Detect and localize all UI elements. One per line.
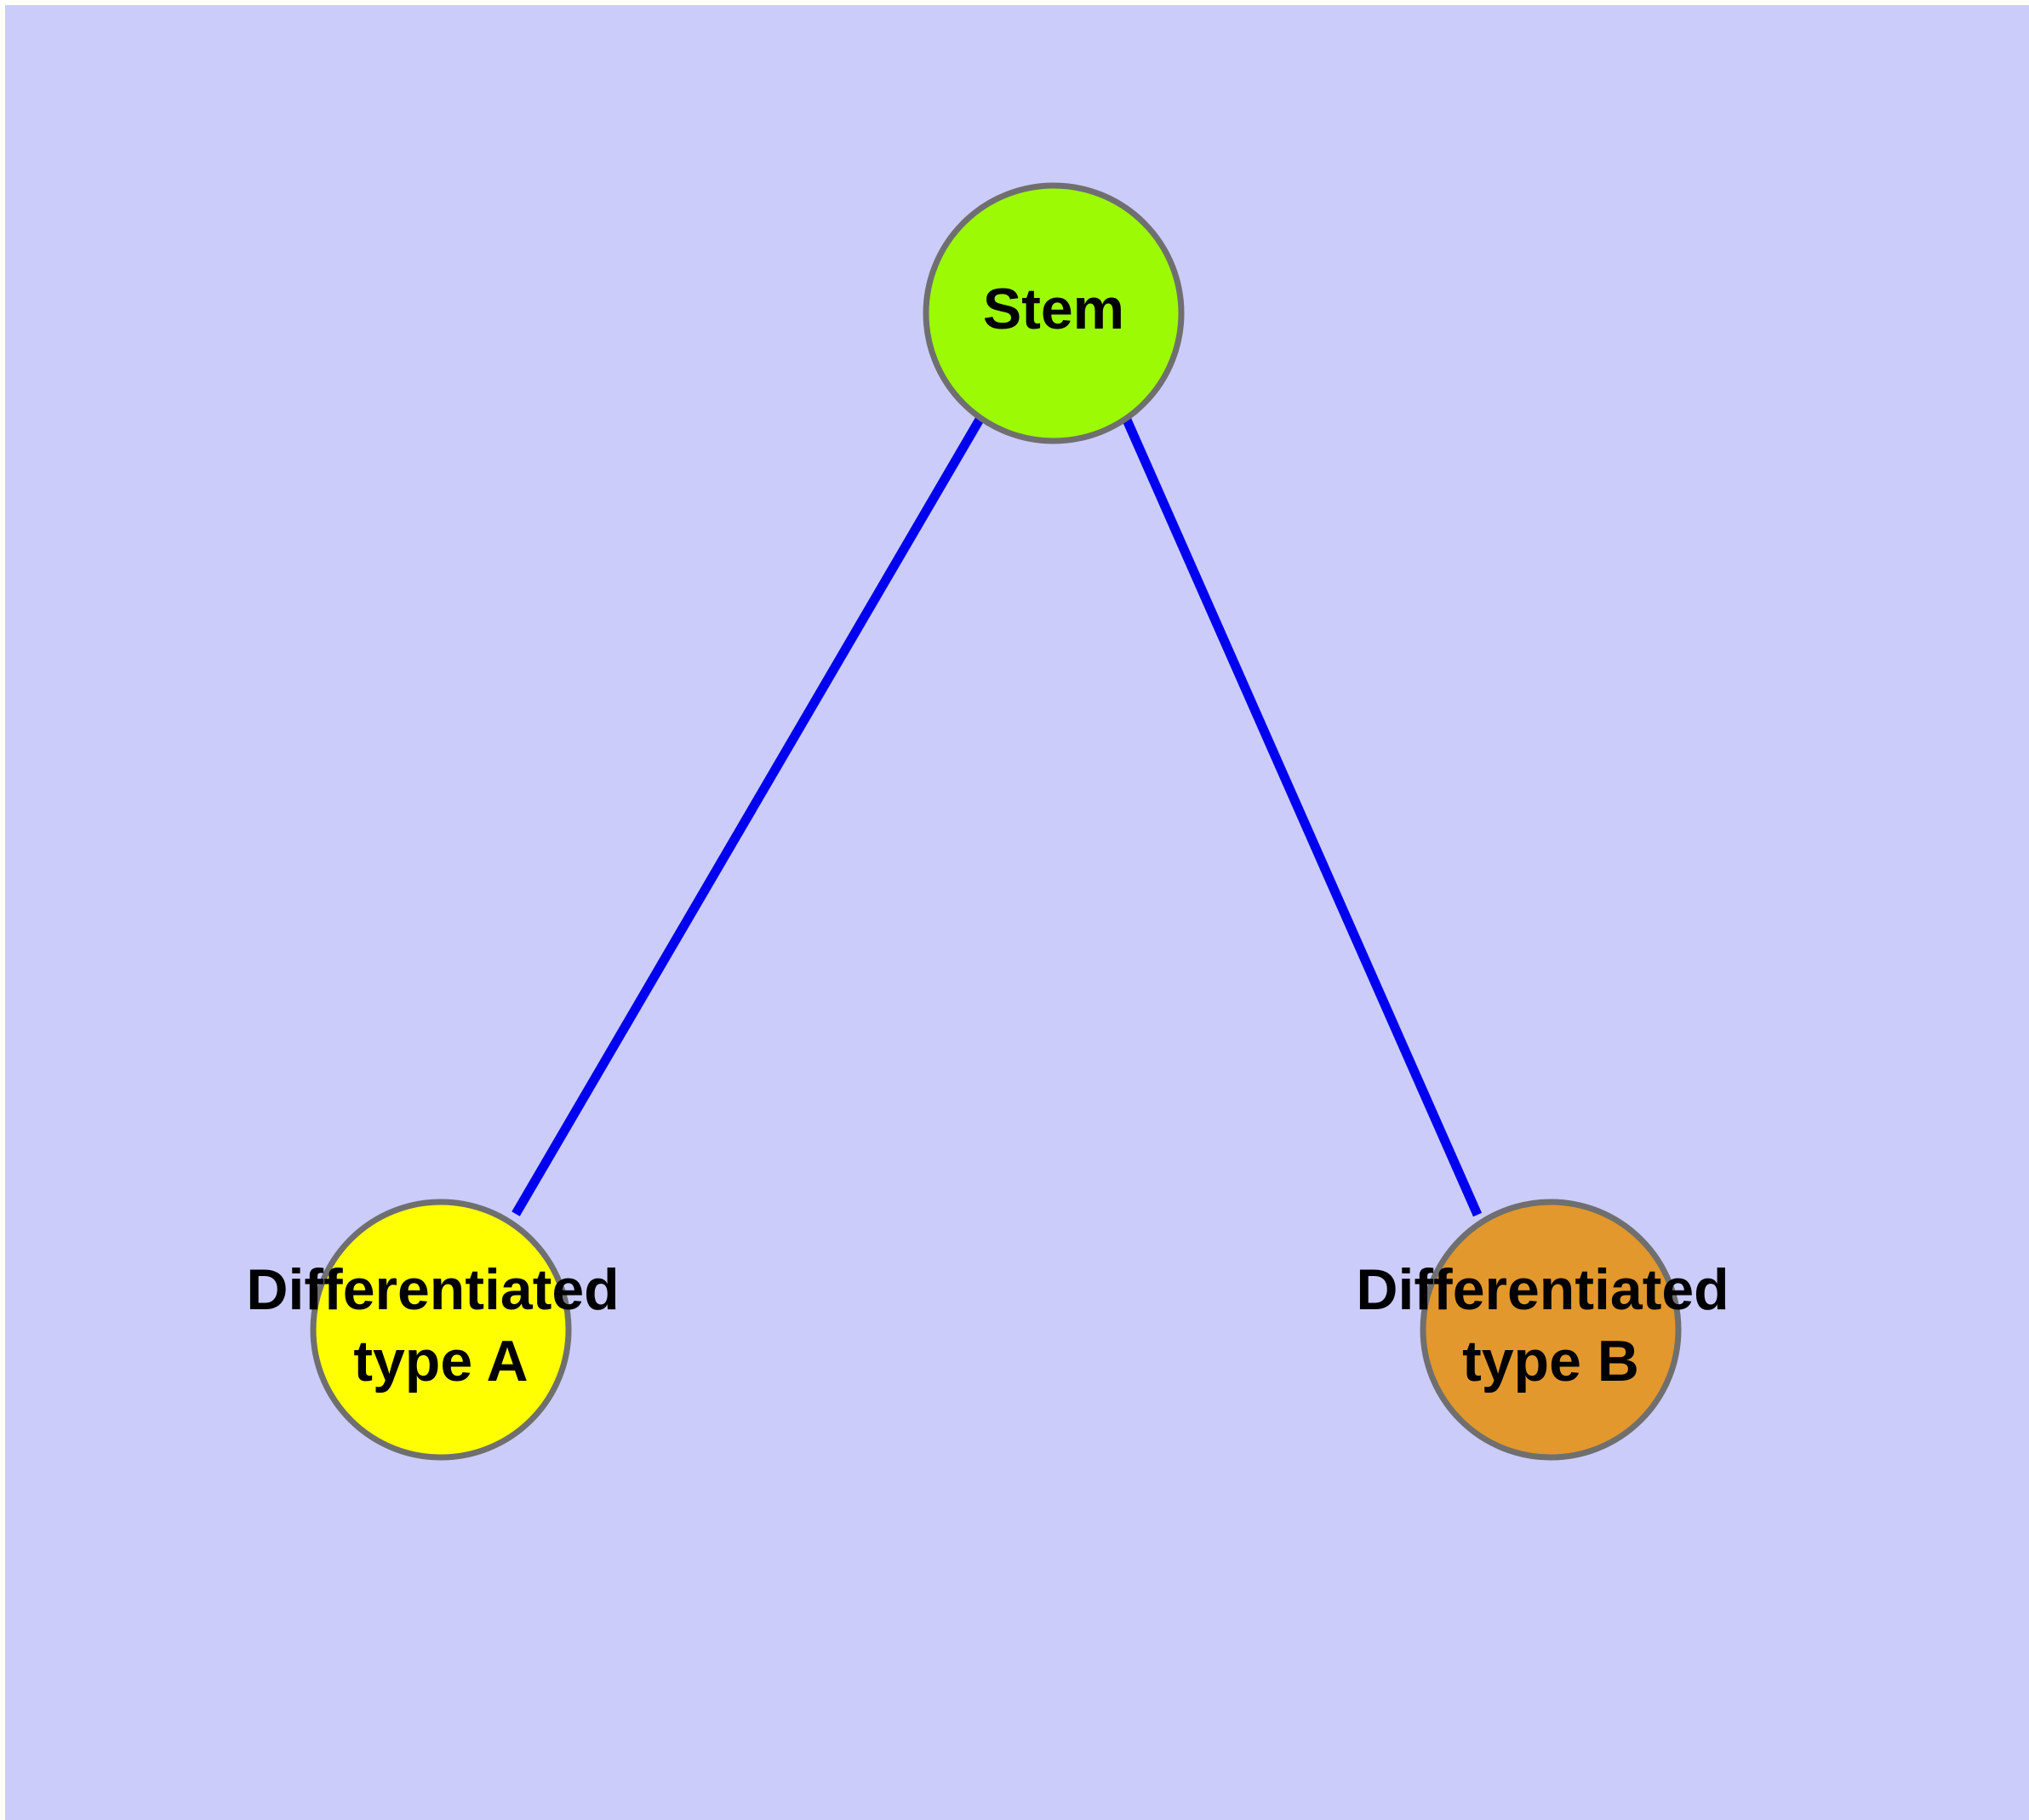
node-differentiated-type-b[interactable]: Differentiated type B <box>1356 1199 1745 1461</box>
node-stem-circle[interactable] <box>923 182 1185 444</box>
node-differentiated-type-a-label-line-1: Differentiated <box>246 1257 619 1322</box>
edge-stem-to-diff-a <box>512 415 985 1216</box>
node-differentiated-type-b-label-line-2: type B <box>1462 1329 1639 1394</box>
node-stem-label-line-1: Stem <box>983 277 1124 341</box>
node-differentiated-type-b-label: Differentiated type B <box>1356 1257 1745 1394</box>
node-stem[interactable]: Stem <box>923 182 1185 444</box>
edge-stem-to-diff-b <box>1121 415 1483 1217</box>
edge-layer <box>512 415 1483 1217</box>
node-differentiated-type-a-label-line-2: type A <box>353 1329 528 1394</box>
node-differentiated-type-b-circle[interactable] <box>1420 1199 1682 1461</box>
node-differentiated-type-a[interactable]: Differentiated type A <box>246 1199 635 1461</box>
node-differentiated-type-a-label: Differentiated type A <box>246 1257 635 1394</box>
node-differentiated-type-a-circle[interactable] <box>310 1199 572 1461</box>
node-differentiated-type-b-label-line-1: Differentiated <box>1356 1257 1729 1322</box>
node-stem-label: Stem <box>983 277 1124 341</box>
